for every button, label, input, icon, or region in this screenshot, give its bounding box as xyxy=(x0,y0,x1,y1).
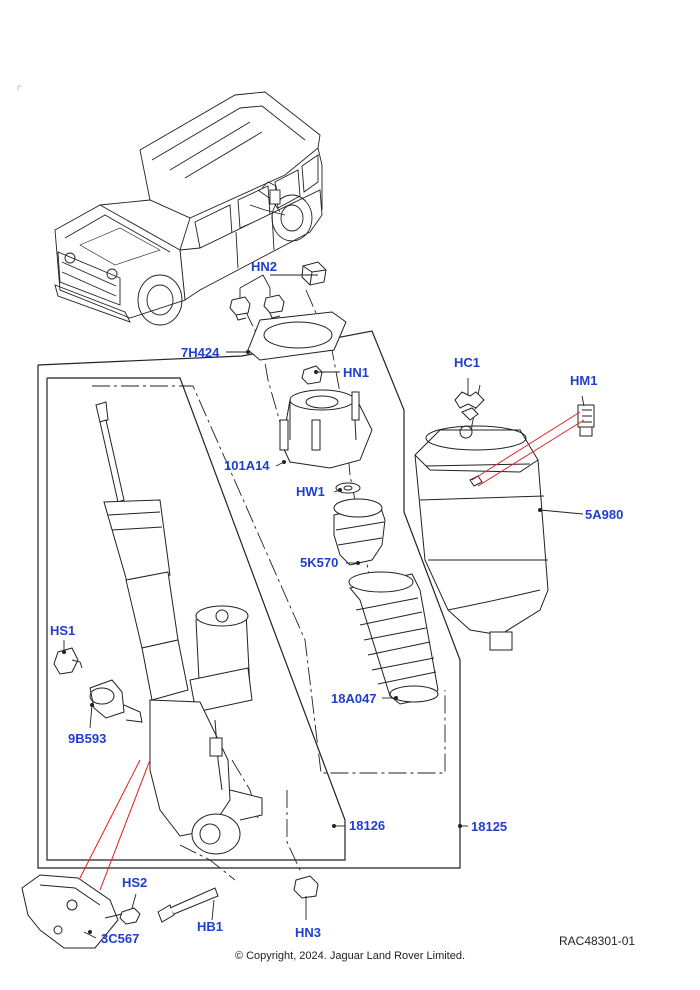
callout-hn2[interactable]: HN2 xyxy=(251,259,278,274)
callout-9b593[interactable]: 9B593 xyxy=(68,731,107,746)
screw-hs2 xyxy=(104,907,141,925)
bracket-3c567 xyxy=(21,874,119,949)
bump-stop xyxy=(333,482,386,566)
nut-hn3 xyxy=(293,875,319,899)
screw-hs1 xyxy=(53,647,83,675)
callout-18125[interactable]: 18125 xyxy=(471,819,508,834)
shock-absorber xyxy=(95,401,263,855)
vehicle-illustration xyxy=(17,85,323,326)
callout-101a14[interactable]: 101A14 xyxy=(224,458,270,473)
air-spring-5a980 xyxy=(414,407,549,651)
copyright-notice: © Copyright, 2024. Jaguar Land Rover Lim… xyxy=(234,950,466,962)
hn2-nuts xyxy=(229,261,327,321)
callout-hn1[interactable]: HN1 xyxy=(343,365,370,380)
callout-hs1[interactable]: HS1 xyxy=(50,623,76,638)
callout-hw1[interactable]: HW1 xyxy=(296,484,325,499)
callout-hb1[interactable]: HB1 xyxy=(197,919,224,934)
assembly-outline-18126 xyxy=(46,377,346,861)
gasket-7h424 xyxy=(247,311,347,361)
callout-5k570[interactable]: 5K570 xyxy=(300,555,339,570)
callout-5a980[interactable]: 5A980 xyxy=(585,507,624,522)
callout-7h424[interactable]: 7H424 xyxy=(181,345,220,360)
callout-3c567[interactable]: 3C567 xyxy=(101,931,140,946)
callout-hs2[interactable]: HS2 xyxy=(122,875,148,890)
sensor-hm1 xyxy=(577,404,595,437)
callout-hn3[interactable]: HN3 xyxy=(295,925,322,940)
callout-hm1[interactable]: HM1 xyxy=(570,373,598,388)
callout-18a047[interactable]: 18A047 xyxy=(331,691,377,706)
diagram-reference: RAC48301-01 xyxy=(559,934,636,948)
bolt-hb1 xyxy=(157,887,219,923)
valve-9b593 xyxy=(89,679,143,723)
top-mount-101a14 xyxy=(279,365,373,469)
callout-hc1[interactable]: HC1 xyxy=(454,355,481,370)
clip-hc1 xyxy=(454,391,485,409)
dust-boot-18a047 xyxy=(348,571,439,705)
callout-18126[interactable]: 18126 xyxy=(349,818,386,833)
